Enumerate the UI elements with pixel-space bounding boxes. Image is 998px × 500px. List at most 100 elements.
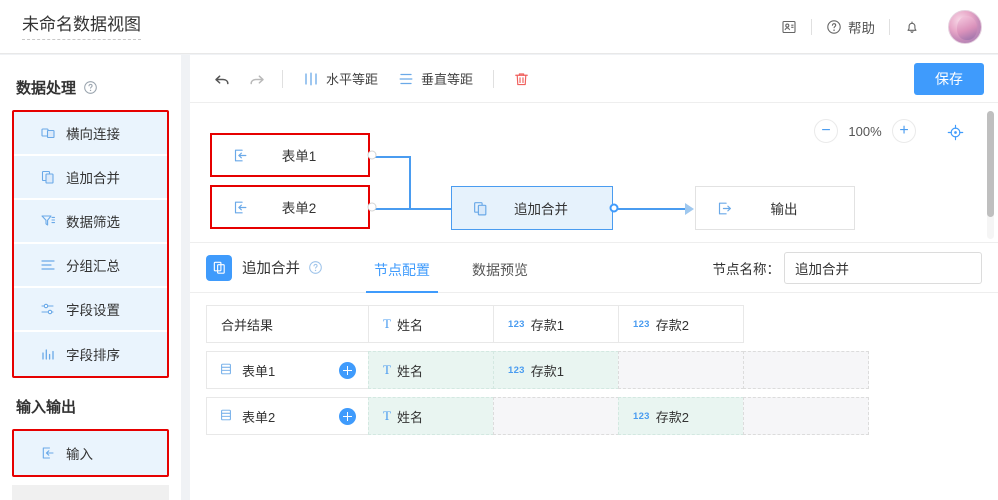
import-icon [232, 147, 248, 163]
canvas-node-append-merge[interactable]: 追加合并 [451, 186, 619, 230]
canvas-scrollbar[interactable] [987, 111, 994, 239]
mapping-cell-empty[interactable] [493, 397, 619, 435]
mapping-cell-empty[interactable] [743, 397, 869, 435]
question-circle-icon [826, 19, 842, 35]
sidebar-group-input: 输入 [12, 429, 169, 477]
mapping-cell[interactable]: T 姓名 [368, 397, 494, 435]
canvas-node-form1[interactable]: 表单1 [210, 133, 377, 177]
divider [811, 18, 812, 35]
delete-button[interactable] [504, 64, 538, 94]
question-circle-icon[interactable] [308, 260, 324, 276]
node-name-input[interactable] [784, 251, 982, 284]
sidebar-item-group-summary[interactable]: 分组汇总 [14, 244, 167, 288]
sidebar-item-input[interactable]: 输入 [14, 431, 167, 475]
zoom-in-button[interactable]: + [892, 119, 916, 143]
sidebar-item-field-sort[interactable]: 字段排序 [14, 332, 167, 376]
mapping-source-cell[interactable]: 表单2 [206, 397, 369, 435]
mapping-header-row: 合并结果 T 姓名 123 存款1 123 存款2 [206, 305, 982, 343]
mapping-cell-empty[interactable] [618, 351, 744, 389]
field-sort-icon [40, 346, 56, 362]
canvas-node-output[interactable]: 输出 [695, 186, 855, 230]
undo-arrow-icon [213, 71, 229, 87]
mapping-cell-label: 姓名 [396, 363, 423, 379]
plus-circle-icon[interactable] [339, 407, 356, 425]
sidebar-section-io: 输入输出 [12, 378, 169, 429]
page-title[interactable]: 未命名数据视图 [22, 14, 141, 40]
notifications-button[interactable] [890, 11, 934, 43]
table-icon [219, 362, 235, 378]
canvas-node-form2[interactable]: 表单2 [210, 185, 377, 229]
edge-form1-merge-vert [409, 156, 411, 210]
mapping-cell-empty[interactable] [743, 351, 869, 389]
edge-merge-output [614, 208, 686, 210]
sidebar-item-horizontal-join[interactable]: 横向连接 [14, 112, 167, 156]
sidebar-item-data-filter[interactable]: 数据筛选 [14, 200, 167, 244]
sidebar-item-output: 输出 [12, 485, 169, 500]
tab-data-preview[interactable]: 数据预览 [472, 261, 528, 278]
field-mapping-table: 合并结果 T 姓名 123 存款1 123 存款2 [190, 293, 998, 435]
id-card-icon [781, 19, 797, 35]
zoom-value: 100% [848, 123, 882, 139]
crosshair-fit-icon[interactable] [946, 123, 964, 141]
sidebar-item-label: 分组汇总 [66, 259, 120, 274]
tab-node-config[interactable]: 节点配置 [366, 244, 438, 293]
help-button[interactable]: 帮助 [812, 11, 889, 43]
mapping-header-label: 存款1 [530, 317, 564, 333]
append-merge-icon [40, 169, 56, 185]
sidebar-item-label: 字段排序 [66, 348, 120, 363]
number-type-icon: 123 [633, 318, 650, 330]
mapping-cell-label: 存款2 [655, 409, 689, 425]
mapping-source-label: 表单1 [242, 363, 276, 379]
table-row: 表单2 T 姓名 123 存款2 [206, 397, 982, 435]
filter-icon [40, 213, 56, 229]
mapping-cell[interactable]: 123 存款1 [493, 351, 619, 389]
plus-circle-icon[interactable] [339, 361, 356, 379]
avatar[interactable] [948, 9, 982, 44]
node-port-out[interactable] [367, 150, 377, 160]
left-sidebar: 数据处理 横向连接 [0, 55, 181, 500]
sidebar-section-data-processing: 数据处理 [12, 55, 169, 110]
sidebar-item-label: 横向连接 [66, 127, 120, 142]
mapping-source-cell[interactable]: 表单1 [206, 351, 369, 389]
sidebar-section-label: 输入输出 [16, 399, 77, 416]
node-port-out[interactable] [609, 203, 619, 213]
redo-arrow-icon [247, 71, 264, 87]
sidebar-item-field-settings[interactable]: 字段设置 [14, 288, 167, 332]
divider [493, 69, 495, 88]
zoom-out-button[interactable]: − [814, 119, 838, 143]
number-type-icon: 123 [508, 318, 525, 330]
id-card-button[interactable] [767, 11, 811, 43]
undo-button[interactable] [204, 64, 238, 94]
append-merge-icon [206, 254, 232, 281]
sidebar-item-append-merge[interactable]: 追加合并 [14, 156, 167, 200]
divider [282, 69, 283, 88]
top-bar: 未命名数据视图 [0, 0, 998, 54]
save-button[interactable]: 保存 [914, 62, 984, 95]
mapping-header-cell: 123 存款1 [493, 305, 619, 343]
redo-button[interactable] [238, 64, 272, 94]
mapping-cell[interactable]: 123 存款2 [618, 397, 744, 435]
mapping-header-label: 姓名 [396, 317, 423, 333]
trash-icon [513, 71, 529, 87]
vertical-distribute-icon [398, 71, 414, 87]
node-port-out[interactable] [367, 202, 377, 212]
horizontal-distribute-label: 水平等距 [326, 72, 379, 87]
vertical-distribute-button[interactable]: 垂直等距 [388, 64, 483, 94]
import-icon [40, 445, 56, 461]
panel-node-title: 追加合并 [242, 261, 300, 277]
number-type-icon: 123 [633, 410, 650, 422]
help-label: 帮助 [848, 20, 875, 36]
text-type-icon: T [383, 316, 391, 331]
question-circle-icon[interactable] [83, 80, 99, 96]
horizontal-distribute-button[interactable]: 水平等距 [293, 64, 388, 94]
mapping-header-cell: 123 存款2 [618, 305, 744, 343]
number-type-icon: 123 [508, 364, 525, 376]
text-type-icon: T [383, 408, 391, 423]
append-merge-icon [472, 200, 488, 216]
mapping-cell[interactable]: T 姓名 [368, 351, 494, 389]
edge-form1-merge [373, 156, 411, 158]
flow-canvas[interactable]: 表单1 表单2 [190, 103, 998, 243]
node-name-field-group: 节点名称： [713, 251, 982, 284]
sidebar-section-label: 数据处理 [16, 80, 77, 97]
canvas-node-label: 表单2 [281, 201, 317, 216]
